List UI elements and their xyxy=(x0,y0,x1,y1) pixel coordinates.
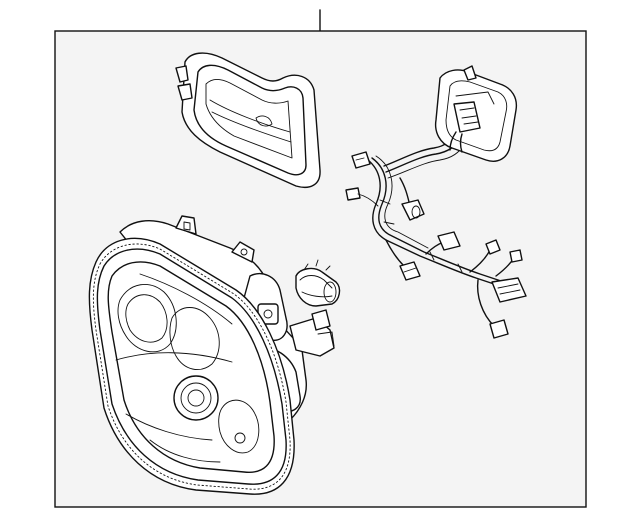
harness-connector-housing xyxy=(434,65,518,162)
bulb-socket xyxy=(295,259,341,307)
wiring-harness xyxy=(345,131,527,339)
headlamp-bezel xyxy=(175,52,321,188)
headlamp-assembly xyxy=(88,215,335,495)
